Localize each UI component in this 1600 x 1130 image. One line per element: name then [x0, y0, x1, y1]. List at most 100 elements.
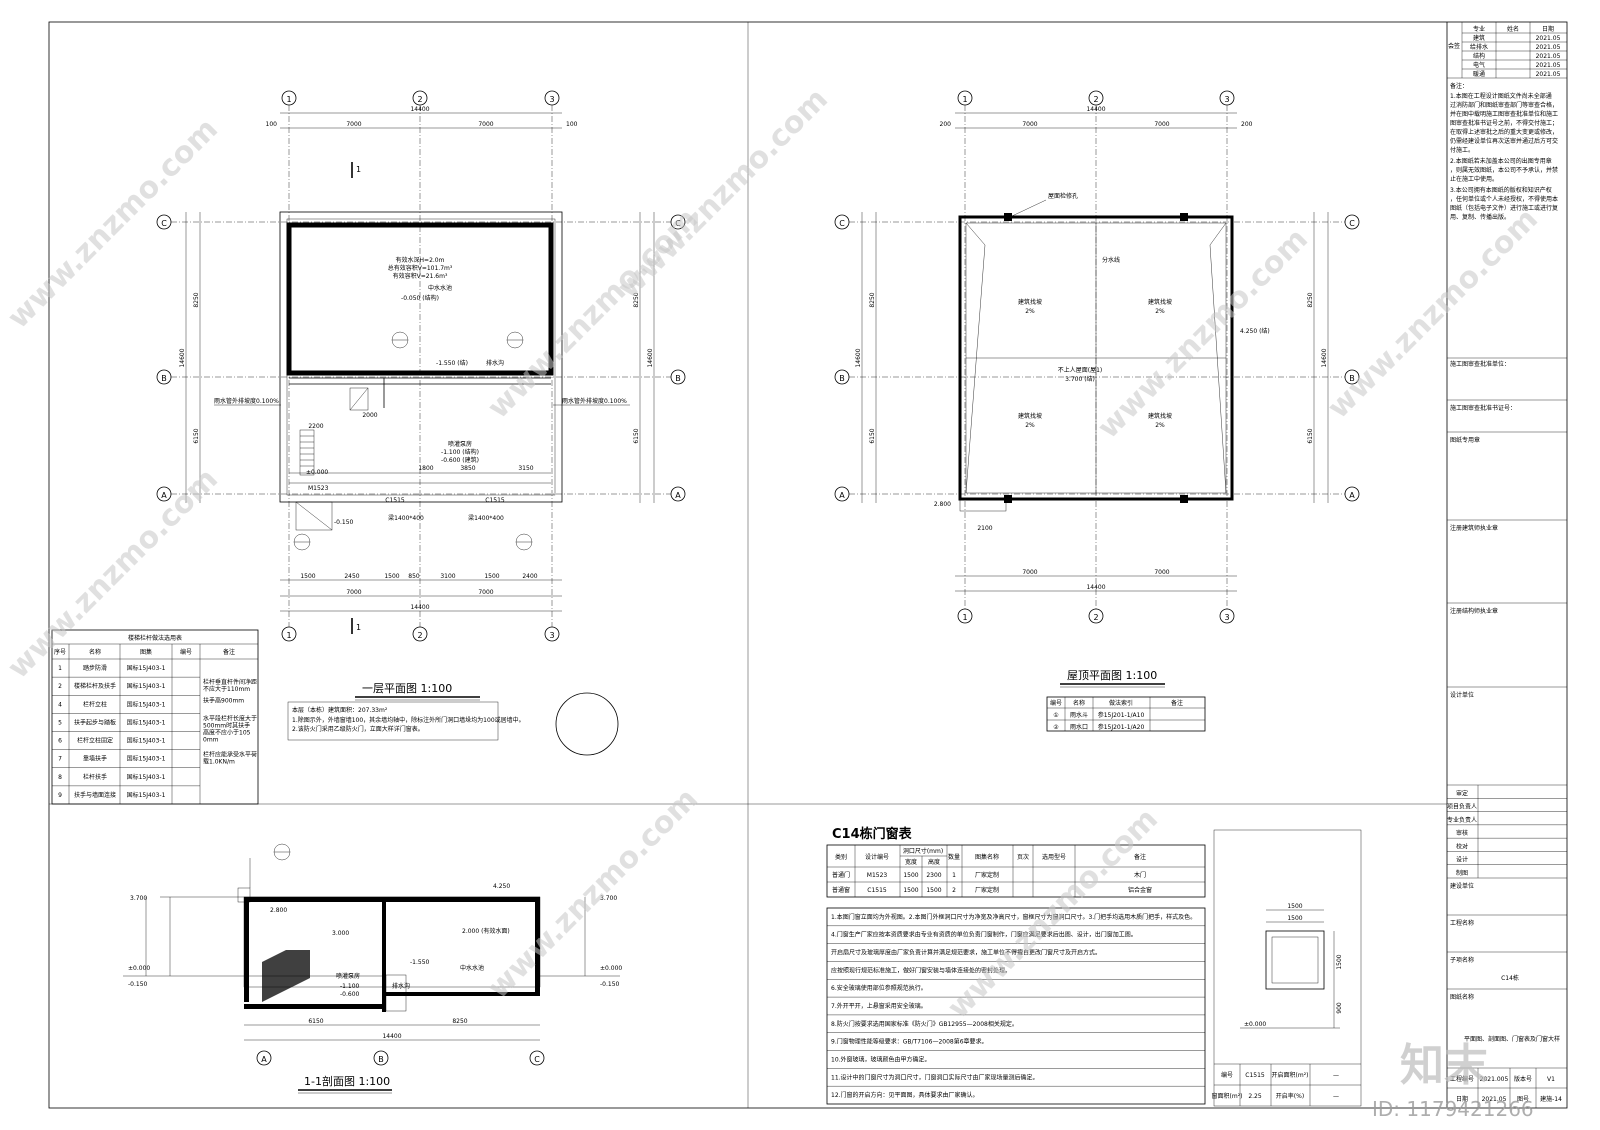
section-elev: 2.800: [270, 907, 287, 914]
schedule-note: 11.设计中的门窗尺寸为洞口尺寸，门窗洞口实际尺寸由厂家现场量测后确定。: [831, 1073, 1039, 1081]
tb-note-line: 图纸（包括电子文件）进行施工或进行复: [1450, 204, 1558, 212]
table-cell: 扶手与墙面连接: [74, 791, 116, 799]
tb-cell: 建筑: [1473, 34, 1485, 42]
dim-text: 200: [940, 121, 952, 128]
dim-text: 100: [266, 121, 278, 128]
table-cell: 栏杆立柱固定: [77, 737, 113, 745]
tb-field: 版本号: [1514, 1075, 1532, 1083]
dim-text: 1500: [300, 573, 315, 580]
grid-label: A: [1349, 491, 1355, 500]
roof-table: 编号 名称 做法索引 备注 ① 雨水斗 参15J201-1/A10 ② 雨水口 …: [1046, 696, 1206, 732]
tank-text-4: 中水水池: [428, 284, 452, 292]
watermark-text: www.znzmo.com: [481, 782, 705, 1006]
elev-dim: 900: [1336, 1002, 1343, 1014]
tb-field: 图号: [1517, 1096, 1529, 1103]
grid-label: B: [675, 374, 681, 383]
dim-text: 14600: [179, 348, 186, 367]
grid-label: 3: [549, 631, 554, 640]
schedule-header: 设计编号: [865, 853, 889, 861]
tb-field: 施工图审查批准书证号：: [1450, 404, 1516, 412]
elev-table-value: —: [1333, 1093, 1339, 1100]
schedule-cell: 1500: [926, 887, 941, 894]
table-cell-note: 水平段栏杆长度大于: [203, 714, 257, 722]
grid-label: A: [161, 491, 167, 500]
tb-cell: 给排水: [1470, 43, 1488, 51]
slope-label: 建筑找坡: [1018, 298, 1042, 306]
schedule-subheader: 高度: [928, 858, 940, 866]
grid-label: B: [161, 374, 167, 383]
tb-header: 专业: [1473, 25, 1485, 33]
dim-text: 14600: [647, 348, 654, 367]
schedule-cell: 1500: [903, 887, 918, 894]
grid-label: 2: [1093, 613, 1098, 622]
dim-text: 100: [566, 121, 578, 128]
area-note: 本层（本栋）建筑面积：207.33m²: [292, 706, 388, 714]
tank-text-2: 总有效容积V=101.7m³: [388, 264, 453, 272]
section-room: 排水沟: [392, 982, 410, 990]
remark-1: 1.除图示外，外墙窗墙100，其余墙均轴中，除标注外所门洞口墙垛均为100或居墙…: [292, 716, 525, 724]
dim-text: 1500: [484, 573, 499, 580]
beam-label: 梁1400*400: [468, 514, 504, 522]
sign-label: 会签: [1448, 42, 1460, 50]
section-room: 喷灌泵房: [336, 972, 360, 980]
first-floor-plan: 1 2 3 1 2 3 C B A C B A 7000 70: [156, 90, 686, 756]
schedule-note: 4.门窗生产厂家应按本资质要求由专业有资质的单位负责门窗制作，门窗应满足要求后出…: [831, 931, 1137, 939]
table-header: 编号: [180, 648, 192, 656]
table-cell-note: 扶手高900mm: [203, 696, 244, 704]
dim-text: 14600: [855, 348, 862, 367]
tb-cell: 暖通: [1473, 70, 1485, 78]
tb-cell: 2021.05: [1536, 44, 1561, 51]
slope-pct: 2%: [1025, 308, 1035, 315]
dim-text: 2000: [362, 412, 377, 419]
tb-role: 制图: [1456, 869, 1468, 877]
schedule-note: 1.本图门窗立面均为外视图。2.本图门外框洞口尺寸为净宽及净高尺寸，窗框尺寸为窗…: [831, 913, 1196, 921]
tb-note-line: 并在图中载明施工图审查批准单位和施工: [1450, 110, 1558, 118]
grid-label: 3: [549, 95, 554, 104]
dim-text: 3100: [440, 573, 455, 580]
table-cell: 国标15J403-1: [127, 755, 166, 763]
schedule-header: 图集名称: [975, 853, 999, 861]
roof-plan: 1 2 3 1 2 3 C B A C B A 7000 7000 14400 …: [834, 90, 1360, 732]
table-cell: 楼梯栏杆及扶手: [74, 682, 116, 690]
schedule-header: 类别: [835, 853, 847, 861]
tb-sub-value: C14栋: [1501, 974, 1519, 982]
door-window-schedule: C14栋门窗表 类别 设计编号 洞口尺寸(mm) 宽度 高度 数量 图集名称 页…: [826, 826, 1362, 1107]
stair-symbol: [299, 387, 369, 476]
roof-table-cell: 雨水口: [1070, 723, 1088, 731]
window-label: C1515: [485, 497, 505, 504]
tb-notes-title: 备注：: [1450, 82, 1468, 90]
slope-pct: 2%: [1155, 308, 1165, 315]
tb-field: 工程名称: [1450, 919, 1474, 927]
slope-label: 建筑找坡: [1148, 412, 1172, 420]
dim-text: 6150: [633, 428, 640, 443]
dim-text: 7000: [346, 121, 361, 128]
tb-field: 图纸专用章: [1450, 436, 1480, 444]
roof-table-header: 做法索引: [1109, 699, 1133, 707]
schedule-cell: 1500: [903, 872, 918, 879]
section-elev: ±0.000: [600, 965, 622, 972]
dim-text: 7000: [1154, 121, 1169, 128]
table-header: 备注: [223, 648, 235, 656]
elev-table-label: 开启面积(m²): [1272, 1071, 1309, 1079]
dim-text: 200: [1241, 121, 1253, 128]
tb-note-line: 在取得上述审批之后的重大变更或修改，: [1450, 128, 1558, 136]
roof-title: 屋顶平面图 1:100: [1067, 669, 1157, 682]
dim-text: 8250: [1307, 292, 1314, 307]
schedule-note: 8.防火门按要求选用国家标准《防火门》GB12955—2008相关规定。: [831, 1020, 1018, 1028]
roof-table-cell: ②: [1053, 724, 1059, 731]
section-elev: 3.700: [600, 895, 617, 902]
schedule-header: 选用型号: [1042, 853, 1066, 861]
roof-table-cell: 参15J201-1/A20: [1098, 723, 1145, 731]
grid-label: C: [161, 219, 167, 228]
table-header: 序号: [54, 648, 66, 656]
section-elev: -1.550: [410, 959, 430, 966]
sheet-border: [48, 21, 1568, 1109]
tb-field: 日期: [1456, 1095, 1468, 1103]
leader-note-left: 雨水管外排坡度0.100%: [214, 397, 279, 405]
grid-label: 3: [1224, 613, 1229, 622]
table-cell: 国标15J403-1: [127, 737, 166, 745]
